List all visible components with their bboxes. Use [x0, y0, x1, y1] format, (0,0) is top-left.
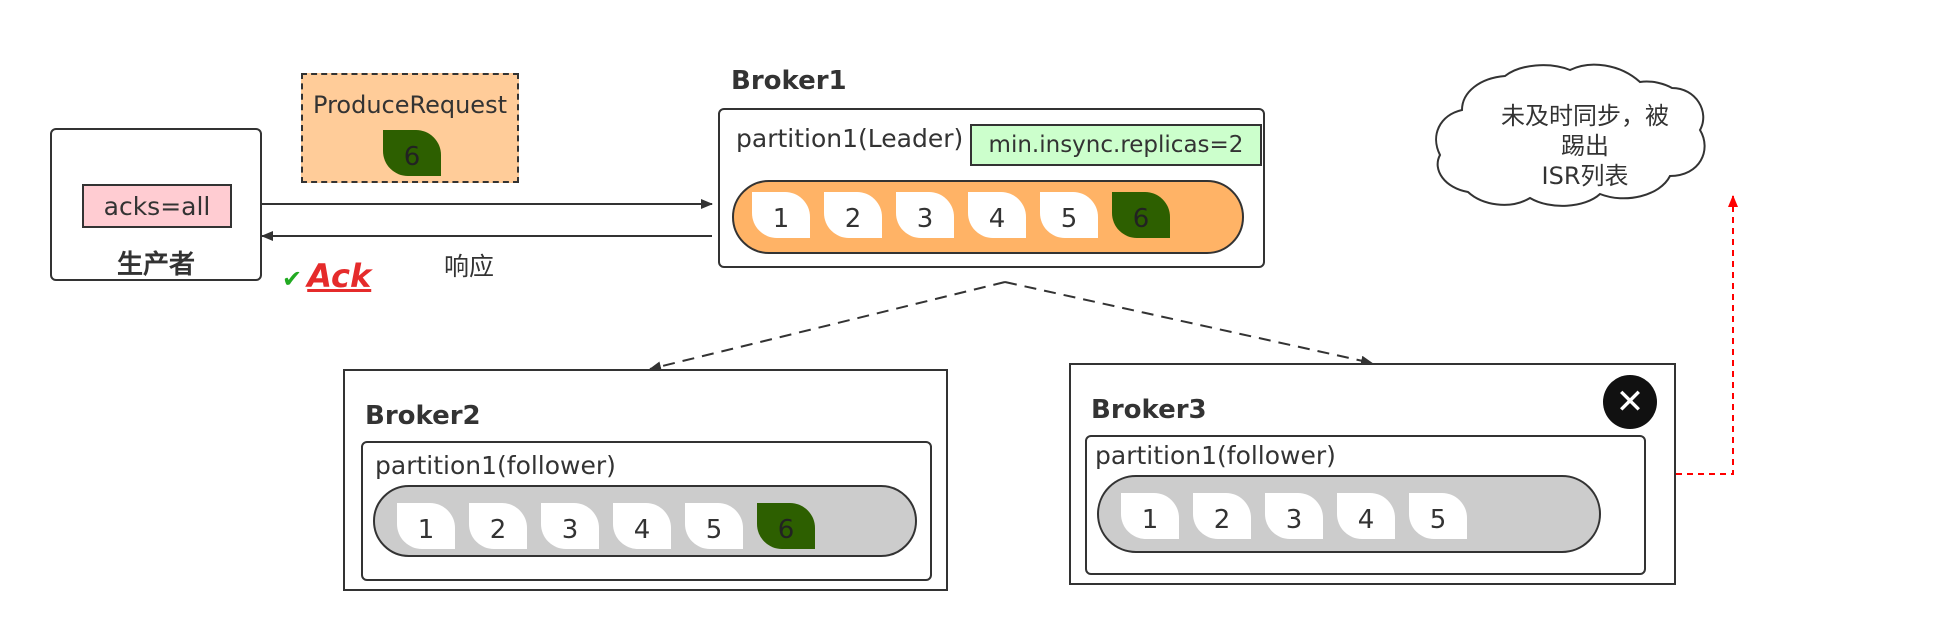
message-4: 4 [968, 192, 1026, 238]
broker2-partition-box: partition1(follower) 1 2 3 4 5 6 [361, 441, 932, 581]
broker2-partition-label: partition1(follower) [375, 451, 616, 480]
message-1: 1 [397, 503, 455, 549]
message-2: 2 [1193, 493, 1251, 539]
broker2-message-queue: 1 2 3 4 5 6 [373, 485, 917, 557]
broker1-message-queue: 1 2 3 4 5 6 [732, 180, 1244, 254]
broker2-box: Broker2 partition1(follower) 1 2 3 4 5 6 [343, 369, 948, 591]
message-4: 4 [1337, 493, 1395, 539]
cloud-text-line2: ISR列表 [1541, 162, 1629, 190]
isr-eject-arrow [1676, 195, 1738, 475]
request-message-6: 6 [383, 130, 441, 176]
broker2-title: Broker2 [365, 401, 481, 431]
failed-close-icon: ✕ [1603, 375, 1657, 429]
producer-title: 生产者 [116, 250, 195, 280]
ack-label: Ack [307, 257, 372, 295]
min-insync-label: min.insync.replicas=2 [988, 132, 1244, 158]
message-5: 5 [1040, 192, 1098, 238]
message-3: 3 [896, 192, 954, 238]
replication-arrow-broker3 [1004, 281, 1373, 366]
min-insync-replicas: min.insync.replicas=2 [970, 124, 1262, 166]
response-label: 响应 [444, 252, 495, 281]
message-6-new: 6 [1112, 192, 1170, 238]
broker3-box: Broker3 ✕ partition1(follower) 1 2 3 4 5 [1069, 363, 1676, 585]
message-3: 3 [1265, 493, 1323, 539]
acks-config: acks=all [82, 184, 232, 228]
acks-label: acks=all [103, 191, 211, 221]
broker3-partition-label: partition1(follower) [1095, 441, 1336, 470]
message-2: 2 [469, 503, 527, 549]
message-1: 1 [752, 192, 810, 238]
message-1: 1 [1121, 493, 1179, 539]
ack-stamp: ✔ Ack [282, 257, 371, 295]
broker3-message-queue: 1 2 3 4 5 [1097, 475, 1601, 553]
producer-box: acks=all 生产者 [50, 128, 262, 281]
cloud-text: 未及时同步，被踢出 ISR列表 [1490, 101, 1680, 191]
check-icon: ✔ [282, 265, 303, 293]
message-5: 5 [685, 503, 743, 549]
message-5: 5 [1409, 493, 1467, 539]
broker1-box: partition1(Leader) min.insync.replicas=2… [718, 108, 1265, 268]
cloud-text-line1: 未及时同步，被踢出 [1501, 102, 1669, 160]
message-2: 2 [824, 192, 882, 238]
broker1-partition-label: partition1(Leader) [736, 124, 964, 153]
message-3: 3 [541, 503, 599, 549]
broker3-title: Broker3 [1091, 395, 1207, 425]
broker1-title: Broker1 [731, 66, 847, 96]
replication-arrow-broker2 [649, 281, 1006, 372]
broker3-partition-box: partition1(follower) 1 2 3 4 5 [1085, 435, 1646, 575]
message-6-replicated: 6 [757, 503, 815, 549]
produce-request-box: ProduceRequest 6 [301, 73, 519, 183]
message-4: 4 [613, 503, 671, 549]
produce-request-label: ProduceRequest [313, 91, 507, 119]
